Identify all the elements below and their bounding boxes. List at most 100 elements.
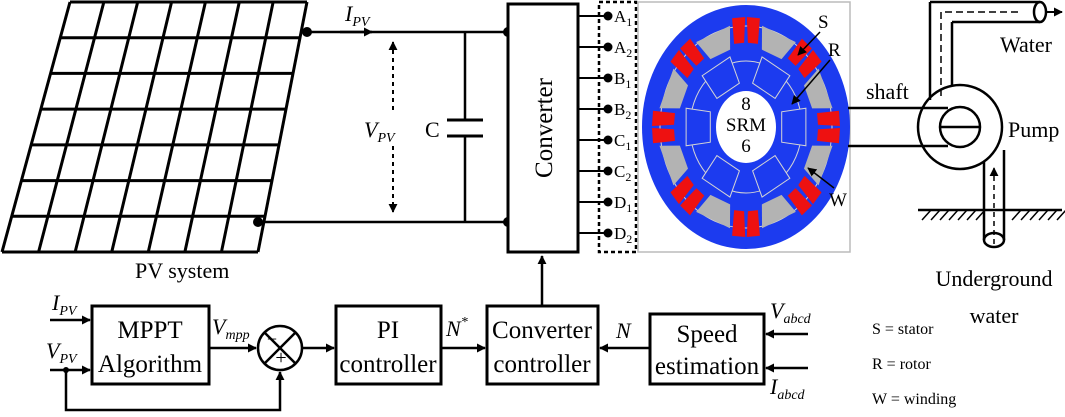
winding-coil: [680, 188, 705, 216]
phase-label: D1: [614, 193, 632, 215]
converter-controller-label-line1: Converter: [492, 317, 593, 344]
stator-pole: [696, 194, 731, 229]
mppt-label-line1: MPPT: [117, 317, 182, 344]
converter-block: [506, 2, 580, 254]
phase-terminal-dot: [603, 197, 613, 207]
rotor-pole: [751, 56, 791, 100]
hatch-line: [1038, 209, 1049, 221]
pump-label: Pump: [1008, 117, 1059, 142]
vmpp-label: Vmpp: [212, 314, 250, 343]
phase-label: B2: [614, 100, 631, 122]
sum-plus-sign: +: [275, 347, 286, 369]
phase-label: A2: [614, 38, 632, 60]
hatch-line: [930, 209, 941, 221]
hatch-line: [948, 209, 959, 221]
winding-coil: [732, 210, 746, 237]
winding-coil: [680, 38, 705, 66]
winding-coil: [652, 110, 675, 127]
pv-grid-line: [37, 1, 106, 253]
vpv-feedback-wire: [64, 370, 285, 412]
pi-label-line1: PI: [377, 317, 399, 344]
winding-coil: [652, 127, 675, 144]
srm-pole-count-stator: 8: [741, 94, 751, 115]
vpv-input-label: VPV: [46, 338, 78, 367]
srm-pole-count-rotor: 6: [741, 136, 751, 157]
rotor-shaft-hole: [716, 91, 776, 163]
winding-coil: [787, 188, 812, 216]
phase-terminal-dot: [603, 11, 613, 21]
hatch-line: [966, 209, 977, 221]
converter-controller-label-line2: controller: [493, 351, 591, 378]
hatch-line: [1029, 209, 1040, 221]
phase-terminal-dot: [603, 73, 613, 83]
phase-label: D2: [614, 224, 632, 246]
n-label: N: [615, 318, 632, 343]
srm-label: SRM: [726, 115, 766, 136]
winding-coil: [817, 127, 840, 144]
stator-marker: S: [818, 12, 829, 33]
pi-label-line2: controller: [339, 351, 437, 378]
speed-estimation-label-line1: Speed: [676, 321, 738, 348]
phase-terminal-dot: [603, 166, 613, 176]
legend-rotor: R = rotor: [872, 356, 931, 373]
stator-bore: [659, 25, 833, 229]
phase-label: A1: [614, 7, 632, 29]
speed-estimation-label-line2: estimation: [655, 353, 760, 380]
stator-pole: [696, 25, 731, 60]
legend-stator: S = stator: [872, 321, 934, 338]
pv-grid-line: [256, 1, 309, 253]
winding-coil: [670, 49, 694, 79]
shaft-label: shaft: [866, 79, 909, 104]
iabcd-label: Iabcd: [769, 374, 806, 403]
winding-coil: [798, 49, 822, 79]
pv-grid-line: [183, 1, 241, 253]
phase-terminal-dot: [603, 42, 613, 52]
legend-winding: W = winding: [872, 391, 956, 408]
srm-motor: [642, 5, 850, 249]
hatch-line: [1020, 209, 1031, 221]
pv-grid-line: [73, 1, 140, 253]
hatch-line: [957, 209, 968, 221]
hatch-line: [939, 209, 950, 221]
winding-coil: [817, 110, 840, 127]
pump: [916, 83, 1004, 171]
phase-terminal-dot: [603, 104, 613, 114]
stator-pointer: [797, 31, 821, 56]
winding-coil: [670, 175, 694, 205]
pi-block: [334, 304, 443, 386]
pv-grid-line: [0, 1, 72, 253]
output-pipe: [928, 0, 1048, 100]
pv-array: [0, 0, 309, 254]
ipv-input-label: IPV: [51, 290, 78, 319]
stator-pole: [761, 194, 796, 229]
shaft: [848, 106, 948, 148]
winding-coil: [746, 210, 760, 237]
converter-label: Converter: [531, 77, 558, 178]
rotor-pole: [701, 56, 741, 100]
water-label: Water: [1000, 32, 1053, 57]
winding-coil: [732, 17, 746, 44]
vabcd-label: Vabcd: [770, 298, 812, 327]
water-flow-out: [940, 11, 1020, 96]
stator-pole: [659, 68, 689, 109]
hatch-line: [1011, 209, 1022, 221]
rotor-pole: [751, 154, 791, 198]
phase-label: B1: [614, 69, 631, 91]
rotor-pole: [701, 154, 741, 198]
underground-label-line2: water: [970, 303, 1020, 328]
capacitor-label: C: [425, 117, 440, 142]
phase-label: C2: [614, 162, 631, 184]
underground-label-line1: Underground: [936, 266, 1053, 291]
phase-label: C1: [614, 131, 631, 153]
rotor-pole: [781, 107, 807, 147]
vpv-label: VPV: [364, 117, 396, 146]
pv-grid-line: [219, 1, 275, 253]
winding-pointer: [807, 167, 835, 189]
pv-grid-line: [146, 1, 207, 253]
phase-terminal-dot: [603, 135, 613, 145]
hatch-line: [921, 209, 932, 221]
mppt-label-line2: Algorithm: [98, 351, 203, 378]
